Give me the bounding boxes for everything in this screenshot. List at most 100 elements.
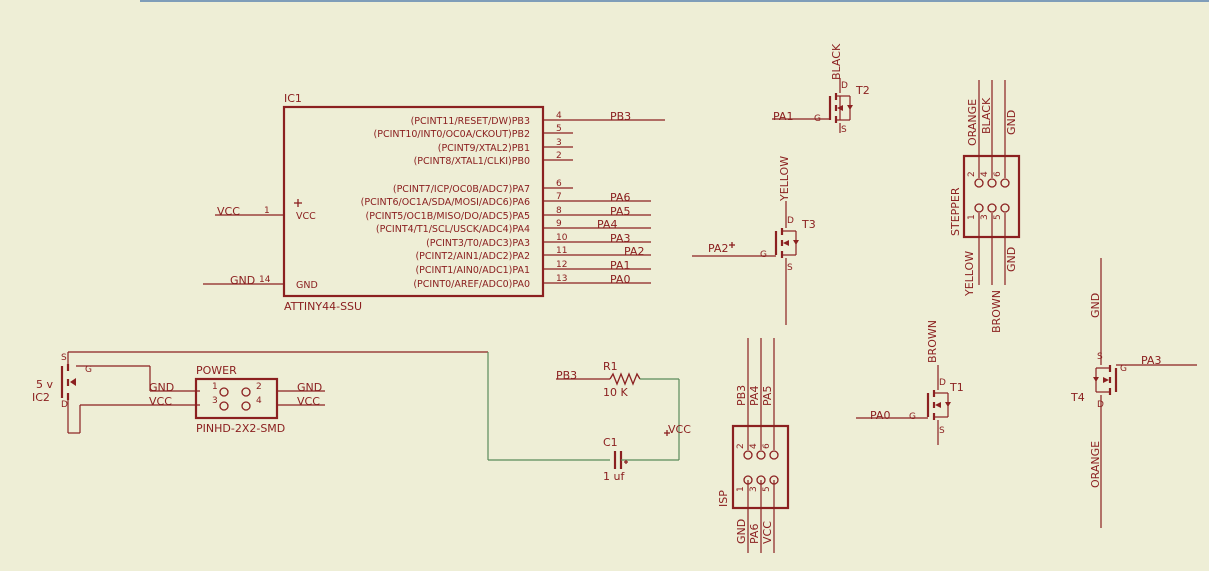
t4-gate-net: PA3	[1141, 354, 1161, 367]
ic1-pin-number: 4	[556, 111, 562, 121]
isp-pin-4: 4	[749, 443, 759, 449]
c1-name: C1	[603, 436, 618, 449]
isp-pin-1: 1	[736, 486, 746, 492]
c1-capacitor[interactable]: C1 1 uf VCC	[603, 423, 691, 483]
ic1-pin-label: (PCINT4/T1/SCL/USCK/ADC4)PA4	[376, 224, 530, 235]
t4-mosfet[interactable]: S G D T4 PA3 GND ORANGE	[1070, 258, 1197, 528]
ic1-pin-label: (PCINT3/T0/ADC3)PA3	[426, 238, 530, 249]
stepper-pin-1: 1	[967, 214, 977, 220]
ic1-pin-label: (PCINT2/AIN1/ADC2)PA2	[415, 251, 530, 262]
ic1-gnd-pin-number: 14	[259, 275, 271, 285]
t3-pin-d: D	[787, 216, 794, 226]
r1-value: 10 K	[603, 386, 628, 399]
t3-name: T3	[801, 218, 816, 231]
ic1-pin-number: 10	[556, 233, 568, 243]
ic1-pin-number: 9	[556, 219, 562, 229]
isp-pin-3: 3	[749, 486, 759, 492]
stepper-net-brown: BROWN	[990, 290, 1003, 333]
ic2-pin-g: G	[85, 365, 92, 375]
stepper-net-orange: ORANGE	[966, 99, 979, 146]
c1-value: 1 uf	[603, 470, 625, 483]
ic1-pin-net: PA2	[624, 245, 644, 258]
t1-gate-net: PA0	[870, 409, 890, 422]
r1-name: R1	[603, 360, 618, 373]
ic1-pin-number: 2	[556, 151, 562, 161]
ic1-value: ATTINY44-SSU	[284, 300, 362, 313]
power-pin-1: 1	[212, 382, 218, 392]
isp-pin-5: 5	[762, 486, 772, 492]
isp-pin-2: 2	[736, 443, 746, 449]
stepper-pin-4: 4	[980, 171, 990, 177]
t3-mosfet[interactable]: D G S T3 PA2 YELLOW	[692, 156, 816, 325]
stepper-name: STEPPER	[949, 187, 962, 236]
power-pin-3: 3	[212, 396, 218, 406]
t4-bottom-net: ORANGE	[1089, 441, 1102, 488]
t2-pin-s: S	[841, 125, 847, 135]
power-body	[194, 377, 279, 420]
power-header[interactable]: POWER PINHD-2X2-SMD 1 2 3 4 GND VCC GND …	[149, 364, 325, 435]
ic1-pin-net: PA4	[597, 218, 617, 231]
t2-symbol	[772, 78, 853, 133]
stepper-pin-5: 5	[993, 214, 1003, 220]
ic2-regulator[interactable]: 5 v IC2 S G D	[32, 351, 610, 461]
isp-net-pa4: PA4	[748, 386, 761, 406]
isp-header[interactable]: 2 4 6 1 3 5 PB3 PA4 PA5 GND PA6 VCC ISP	[717, 338, 790, 553]
ic1-vcc-pin-number: 1	[264, 206, 270, 216]
power-name: POWER	[196, 364, 237, 377]
t1-pin-d: D	[939, 378, 946, 388]
stepper-net-black: BLACK	[980, 97, 993, 134]
t2-mosfet[interactable]: D G S T2 PA1 BLACK	[772, 43, 870, 135]
ic1-pin-number: 5	[556, 124, 562, 134]
t1-mosfet[interactable]: D G S T1 PA0 BROWN	[856, 320, 964, 445]
ic2-pin-s: S	[61, 353, 67, 363]
ic1-pin-label: (PCINT7/ICP/OC0B/ADC7)PA7	[393, 184, 530, 195]
power-pin-4: 4	[256, 396, 262, 406]
t4-pin-g: G	[1120, 364, 1127, 374]
isp-net-pa5: PA5	[761, 386, 774, 406]
ic1-pin-label: (PCINT9/XTAL2)PB1	[438, 143, 530, 154]
isp-pin-6: 6	[762, 443, 772, 449]
power-pin-2: 2	[256, 382, 262, 392]
stepper-pin-3: 3	[980, 214, 990, 220]
t3-gate-net: PA2	[708, 242, 728, 255]
ic2-pin-d: D	[61, 400, 68, 410]
r1-resistor[interactable]: PB3 R1 10 K	[556, 360, 680, 460]
power-vcc-right-net: VCC	[297, 395, 320, 408]
ic1-pin-label: (PCINT1/AIN0/ADC1)PA1	[415, 265, 530, 276]
stepper-net-gnd-bottom: GND	[1005, 247, 1018, 272]
ic1-pin-number: 7	[556, 192, 562, 202]
stepper-header[interactable]: 2 4 6 1 3 5 ORANGE BLACK GND YELLOW BROW…	[949, 80, 1021, 333]
ic1-pin-label: (PCINT0/AREF/ADC0)PA0	[413, 279, 530, 290]
ic1-name: IC1	[284, 92, 302, 105]
power-gnd-right-net: GND	[297, 381, 322, 394]
isp-net-vcc: VCC	[761, 521, 774, 544]
power-vcc-left-net: VCC	[149, 395, 172, 408]
t3-pin-s: S	[787, 263, 793, 273]
ic1-pin-net: PA1	[610, 259, 630, 272]
ic1-pin-number: 12	[556, 260, 567, 270]
stepper-net-gnd-top: GND	[1005, 110, 1018, 135]
t2-drain-net: BLACK	[830, 43, 843, 80]
ic2-value: 5 v	[36, 378, 53, 391]
t2-gate-net: PA1	[773, 110, 793, 123]
ic1-pin-number: 3	[556, 138, 562, 148]
ic1-pin-number: 13	[556, 274, 567, 284]
stepper-net-yellow: YELLOW	[963, 251, 976, 297]
ic1-vcc-net: VCC	[217, 205, 240, 218]
ic1-pin-label: (PCINT5/OC1B/MISO/DO/ADC5)PA5	[366, 211, 530, 222]
ic1-gnd-net: GND	[230, 274, 255, 287]
ic1-vcc-pin-label: VCC	[296, 211, 316, 222]
stepper-pin-6: 6	[993, 171, 1003, 177]
isp-net-gnd: GND	[735, 519, 748, 544]
ic1-pin-net: PA3	[610, 232, 630, 245]
stepper-pin-2: 2	[967, 171, 977, 177]
t2-pin-g: G	[814, 114, 821, 124]
t4-top-net: GND	[1089, 293, 1102, 318]
ic1-pin-net: PA5	[610, 205, 630, 218]
ic1-pin-label: (PCINT11/RESET/DW)PB3	[411, 116, 530, 127]
ic2-name: IC2	[32, 391, 50, 404]
t3-symbol	[692, 201, 799, 325]
